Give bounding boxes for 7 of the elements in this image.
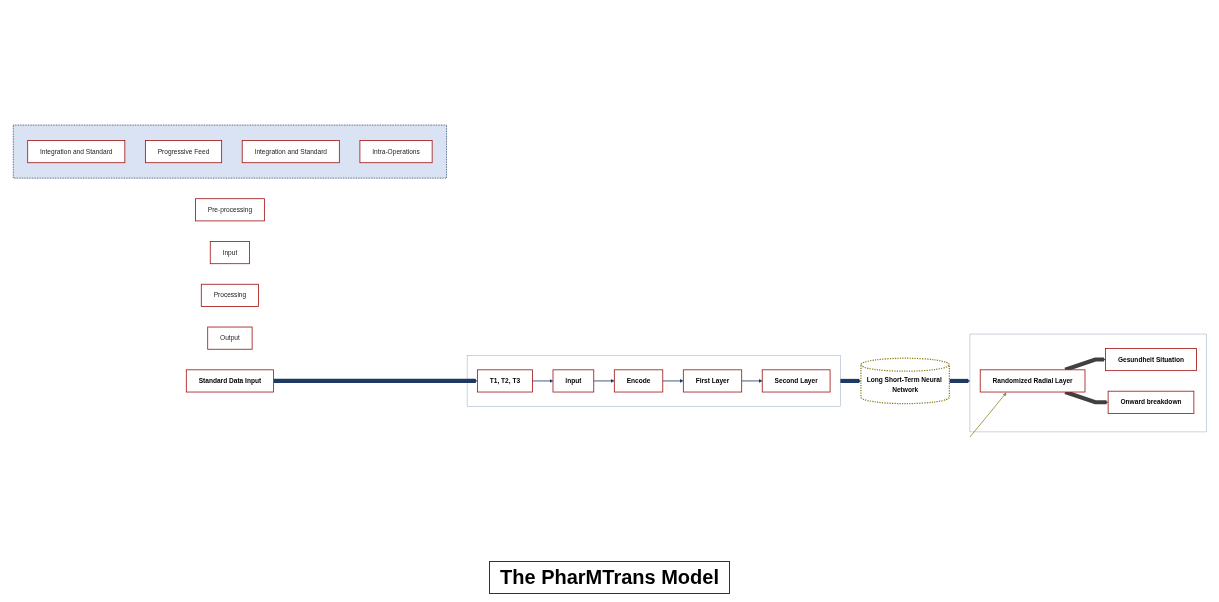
caption: The PharMTrans Model xyxy=(489,561,730,594)
cluster xyxy=(969,333,1207,433)
arrow xyxy=(948,378,970,383)
arrow xyxy=(839,378,861,383)
cluster xyxy=(12,124,447,179)
cluster xyxy=(466,355,841,407)
arrow xyxy=(273,378,478,383)
